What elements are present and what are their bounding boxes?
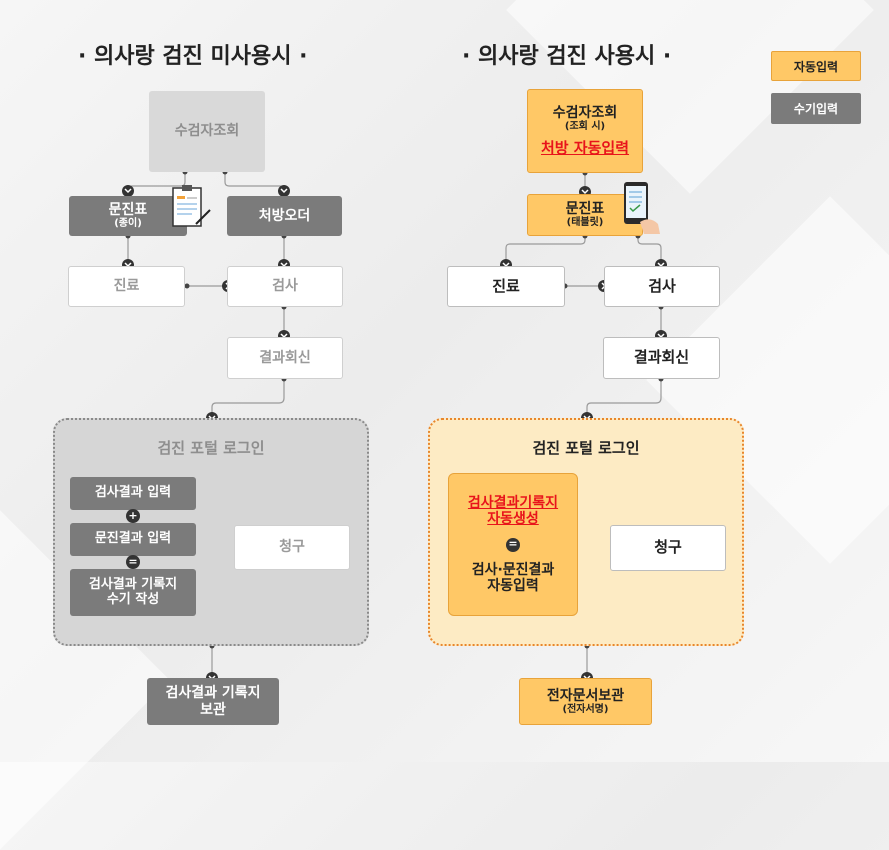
billing-label: 청구 (279, 539, 305, 556)
legend-auto-input: 자동입력 (771, 51, 861, 81)
auto-prescription-label: 처방 자동입력 (540, 139, 630, 158)
auto-record-line2: 자동생성 (487, 511, 539, 528)
storage-line1: 검사결과 기록지 (165, 685, 261, 702)
left-result-input: 검사결과 입력 (70, 477, 196, 510)
right-treatment-label: 진료 (492, 276, 520, 295)
auto-input-line1: 검사·문진결과 (471, 561, 555, 578)
left-patient-lookup: 수검자조회 (149, 91, 265, 172)
questionnaire-input-label: 문진결과 입력 (94, 531, 172, 547)
result-input-label: 검사결과 입력 (94, 485, 172, 501)
right-exam-label: 검사 (648, 276, 676, 295)
right-result-reply: 결과회신 (603, 337, 720, 379)
exam-label: 검사 (272, 278, 298, 295)
left-patient-lookup-label: 수검자조회 (174, 123, 240, 140)
auto-record-line1: 검사결과기록지 (467, 495, 559, 512)
left-billing: 청구 (234, 525, 350, 570)
right-auto-record: 검사결과기록지 자동생성 = 검사·문진결과 자동입력 (448, 473, 578, 616)
left-treatment: 진료 (68, 266, 185, 307)
storage-line2: 보관 (200, 701, 226, 718)
record-manual-line2: 수기 작성 (106, 591, 160, 607)
right-exam: 검사 (604, 266, 720, 307)
right-title: · 의사랑 검진 사용시 · (462, 44, 672, 69)
right-storage-label: 전자문서보관 (546, 687, 625, 704)
right-storage-sub: (전자서명) (562, 703, 609, 715)
connector-lines (122, 169, 667, 684)
left-questionnaire-input: 문진결과 입력 (70, 523, 196, 556)
right-portal-title: 검진 포털 로그인 (532, 439, 640, 457)
right-result-reply-label: 결과회신 (633, 348, 690, 367)
auto-input-line2: 자동입력 (487, 577, 539, 594)
left-questionnaire-paper: 문진표 (종이) (69, 196, 187, 236)
questionnaire-label: 문진표 (108, 202, 148, 219)
left-record-manual: 검사결과 기록지 수기 작성 (70, 569, 196, 616)
result-reply-label: 결과회신 (259, 349, 311, 366)
right-questionnaire-label: 문진표 (565, 201, 605, 218)
right-treatment: 진료 (447, 266, 565, 307)
left-exam: 검사 (227, 266, 343, 307)
left-result-reply: 결과회신 (227, 337, 343, 379)
right-billing: 청구 (610, 525, 726, 571)
left-record-storage: 검사결과 기록지 보관 (147, 678, 279, 725)
prescription-label: 처방오더 (258, 207, 311, 224)
record-manual-line1: 검사결과 기록지 (88, 576, 178, 592)
plus-icon: + (126, 509, 140, 523)
treatment-label: 진료 (113, 278, 140, 295)
right-questionnaire-sub: (태블릿) (566, 217, 604, 229)
questionnaire-sub: (종이) (114, 218, 142, 230)
left-title: · 의사랑 검진 미사용시 · (78, 44, 308, 69)
tablet-icon (624, 182, 660, 234)
left-portal-title: 검진 포털 로그인 (157, 439, 265, 457)
equals-icon: = (126, 555, 140, 569)
right-e-document-storage: 전자문서보관 (전자서명) (519, 678, 652, 725)
right-lookup-label: 수검자조회 (552, 104, 618, 121)
legend-manual-input: 수기입력 (771, 93, 861, 124)
right-billing-label: 청구 (654, 538, 682, 557)
right-questionnaire-tablet: 문진표 (태블릿) (527, 194, 643, 236)
right-patient-lookup: 수검자조회 (조회 시) 처방 자동입력 (527, 89, 643, 173)
right-lookup-sub: (조회 시) (564, 120, 606, 132)
left-prescription-order: 처방오더 (227, 196, 342, 236)
paper-clipboard-icon (172, 185, 211, 227)
right-equals-icon: = (506, 537, 520, 552)
